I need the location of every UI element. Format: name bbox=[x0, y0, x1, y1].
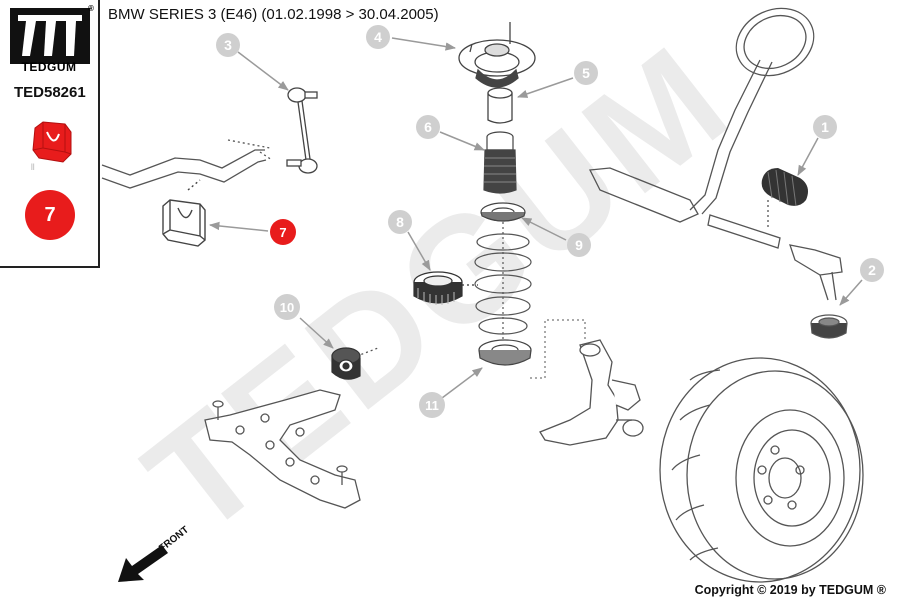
part-code: TED58261 bbox=[14, 84, 86, 101]
steering-rack bbox=[707, 200, 843, 301]
callout-1[interactable]: 1 bbox=[813, 115, 837, 139]
stabilizer-bar bbox=[101, 139, 273, 189]
part-8-bearing bbox=[413, 271, 478, 305]
steering-knuckle bbox=[539, 339, 644, 446]
part-10-bushing bbox=[331, 347, 361, 380]
copyright-notice: Copyright © 2019 by TEDGUM ® bbox=[694, 583, 886, 597]
callout-2[interactable]: 2 bbox=[860, 258, 884, 282]
coil-spring bbox=[474, 222, 532, 340]
callout-6[interactable]: 6 bbox=[416, 115, 440, 139]
vehicle-title: BMW SERIES 3 (E46) (01.02.1998 > 30.04.2… bbox=[108, 6, 439, 23]
control-arm bbox=[204, 347, 379, 509]
callout-6-label: 6 bbox=[424, 119, 432, 135]
svg-text:||: || bbox=[31, 164, 35, 170]
part-7-bushing-drawing bbox=[162, 179, 206, 247]
callout-5-label: 5 bbox=[582, 65, 590, 81]
callout-7-label: 7 bbox=[279, 225, 286, 240]
callouts: 1 2 3 4 5 6 7 8 bbox=[216, 25, 884, 418]
callout-9-label: 9 bbox=[575, 237, 583, 253]
callout-11-label: 11 bbox=[425, 398, 439, 413]
callout-4[interactable]: 4 bbox=[366, 25, 390, 49]
part-6-boot bbox=[483, 131, 517, 194]
callout-5[interactable]: 5 bbox=[574, 61, 598, 85]
callout-10[interactable]: 10 bbox=[274, 294, 300, 320]
callout-4-label: 4 bbox=[374, 29, 382, 45]
bushing-thumbnail-icon: || bbox=[31, 121, 72, 170]
part-1-boot bbox=[761, 168, 808, 207]
brand-name: TEDGUM bbox=[21, 60, 77, 74]
callout-8-label: 8 bbox=[396, 214, 404, 230]
callout-2-label: 2 bbox=[868, 262, 876, 278]
part-11-pad bbox=[478, 339, 532, 366]
front-label: FRONT bbox=[157, 524, 191, 554]
dashed-guide bbox=[530, 319, 586, 379]
callout-7[interactable]: 7 bbox=[270, 219, 296, 245]
callout-8[interactable]: 8 bbox=[388, 210, 412, 234]
callout-3[interactable]: 3 bbox=[216, 33, 240, 57]
part-5-bushing bbox=[487, 87, 513, 124]
front-arrow-icon: FRONT bbox=[118, 524, 191, 582]
steering-wheel bbox=[588, 7, 815, 223]
part-4-top-mount bbox=[458, 22, 536, 88]
callout-11[interactable]: 11 bbox=[419, 392, 445, 418]
part-3-link bbox=[286, 87, 318, 174]
callout-9[interactable]: 9 bbox=[567, 233, 591, 257]
leader-lines bbox=[208, 37, 863, 399]
wheel bbox=[659, 357, 864, 583]
part-9-seat bbox=[480, 202, 526, 222]
tedgum-logo bbox=[10, 8, 90, 64]
trademark-symbol: ® bbox=[88, 4, 94, 13]
part-2-ball-joint bbox=[810, 314, 848, 339]
part-info-panel: ® TEDGUM TED58261 || 7 bbox=[0, 0, 100, 268]
callout-10-label: 10 bbox=[280, 300, 294, 315]
callout-3-label: 3 bbox=[224, 37, 232, 53]
highlighted-part-badge[interactable]: 7 bbox=[25, 190, 75, 240]
callout-1-label: 1 bbox=[821, 119, 829, 135]
